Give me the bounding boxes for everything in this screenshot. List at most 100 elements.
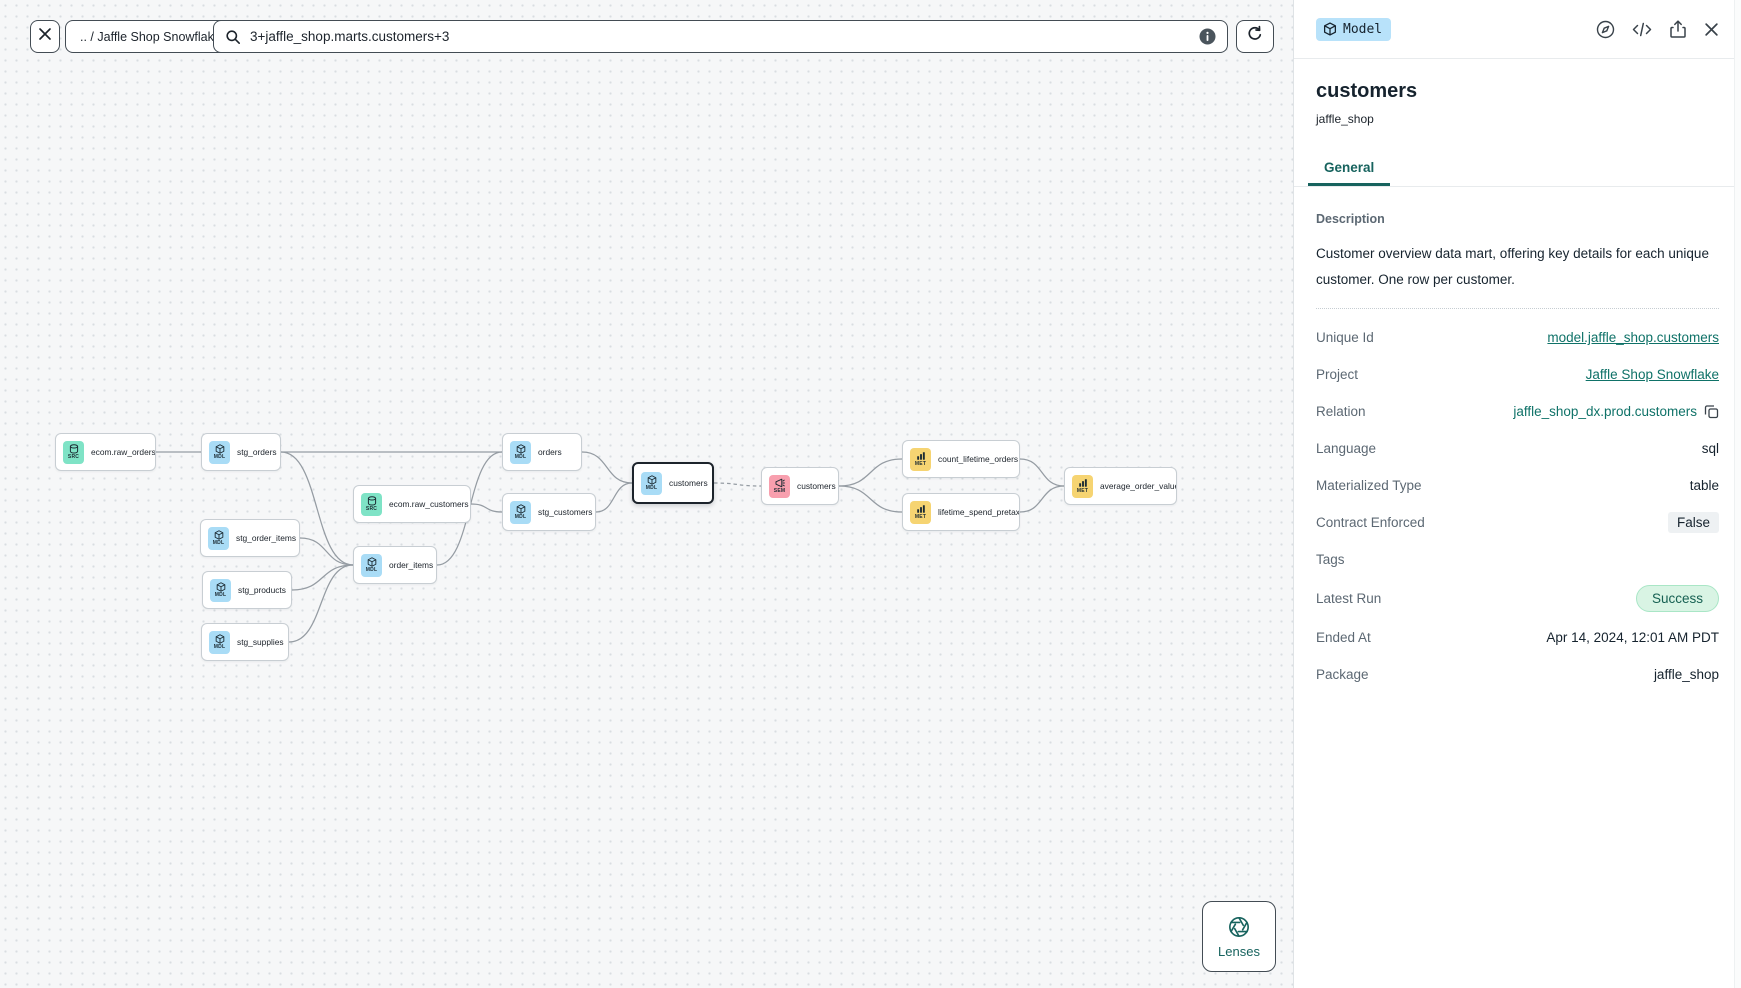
lenses-label: Lenses bbox=[1218, 943, 1260, 959]
graph-node-average_order_value[interactable]: MET average_order_value bbox=[1064, 467, 1177, 505]
refresh-icon bbox=[1246, 25, 1264, 48]
panel-field-row: Tags bbox=[1316, 548, 1719, 571]
edge-customers_sem-to-count_lifetime_orders bbox=[838, 458, 903, 487]
edge-count_lifetime_orders-to-average_order_value bbox=[1019, 458, 1065, 487]
divider bbox=[1316, 308, 1719, 309]
model-chip-icon: MDL bbox=[209, 440, 230, 464]
field-label: Project bbox=[1316, 367, 1359, 382]
metric-chip-icon: MET bbox=[910, 500, 931, 524]
panel-scrollbar[interactable] bbox=[1734, 0, 1741, 988]
field-value: Success bbox=[1635, 585, 1719, 612]
lineage-search[interactable] bbox=[213, 20, 1228, 53]
source-chip-icon: SRC bbox=[361, 492, 382, 516]
refresh-button[interactable] bbox=[1236, 20, 1274, 53]
field-label: Tags bbox=[1316, 552, 1345, 567]
copy-icon[interactable] bbox=[1704, 404, 1719, 419]
panel-field-row: Relation jaffle_shop_dx.prod.customers bbox=[1316, 400, 1719, 423]
tab-general[interactable]: General bbox=[1308, 151, 1391, 186]
node-label: order_items bbox=[389, 560, 434, 570]
close-panel-icon[interactable] bbox=[1704, 22, 1719, 37]
explore-lineage-icon[interactable] bbox=[1596, 20, 1615, 39]
node-label: average_order_value bbox=[1100, 481, 1177, 491]
relation-value: jaffle_shop_dx.prod.customers bbox=[1513, 404, 1697, 419]
panel-field-row: Project Jaffle Shop Snowflake bbox=[1316, 363, 1719, 386]
field-value-link[interactable]: model.jaffle_shop.customers bbox=[1547, 330, 1719, 345]
field-value: sql bbox=[1701, 441, 1719, 456]
source-chip-icon: SRC bbox=[63, 440, 84, 464]
node-label: orders bbox=[538, 447, 562, 457]
panel-field-row: Materialized Type table bbox=[1316, 474, 1719, 497]
edge-customers_sem-to-lifetime_spend_pretax bbox=[838, 485, 903, 513]
field-value: jaffle_shop_dx.prod.customers bbox=[1513, 404, 1719, 419]
model-chip-icon: MDL bbox=[510, 440, 531, 464]
field-label: Unique Id bbox=[1316, 330, 1374, 345]
node-label: ecom.raw_orders bbox=[91, 447, 156, 457]
field-label: Contract Enforced bbox=[1316, 515, 1425, 530]
edge-stg_supplies-to-order_items bbox=[288, 564, 354, 643]
edge-stg_customers-to-customers bbox=[595, 482, 633, 513]
info-icon[interactable] bbox=[1199, 28, 1216, 45]
field-label: Ended At bbox=[1316, 630, 1371, 645]
close-icon bbox=[38, 27, 52, 46]
resource-type-label: Model bbox=[1343, 21, 1383, 37]
field-value: False bbox=[1667, 512, 1719, 533]
share-icon[interactable] bbox=[1669, 19, 1687, 39]
field-label: Language bbox=[1316, 441, 1377, 456]
field-label: Package bbox=[1316, 667, 1369, 682]
lineage-edges bbox=[156, 451, 1065, 643]
edge-lifetime_spend_pretax-to-average_order_value bbox=[1019, 485, 1065, 513]
edge-stg_orders-to-order_items bbox=[280, 451, 354, 566]
field-label: Materialized Type bbox=[1316, 478, 1422, 493]
graph-node-orders[interactable]: MDL orders bbox=[502, 433, 582, 471]
lenses-aperture-icon bbox=[1227, 915, 1251, 939]
panel-field-row: Unique Id model.jaffle_shop.customers bbox=[1316, 326, 1719, 349]
node-label: stg_order_items bbox=[236, 533, 297, 543]
panel-tabs: General bbox=[1294, 151, 1741, 187]
panel-header: Model bbox=[1294, 0, 1741, 59]
edge-orders-to-customers bbox=[581, 451, 633, 484]
description-text: Customer overview data mart, offering ke… bbox=[1316, 246, 1709, 287]
breadcrumb[interactable]: .. / Jaffle Shop Snowflake bbox=[65, 20, 236, 53]
model-chip-icon: MDL bbox=[510, 500, 531, 524]
field-value-link[interactable]: Jaffle Shop Snowflake bbox=[1585, 367, 1719, 382]
resource-type-badge: Model bbox=[1316, 17, 1392, 41]
contract-badge: False bbox=[1667, 512, 1719, 533]
graph-node-stg_supplies[interactable]: MDL stg_supplies bbox=[201, 623, 289, 661]
model-chip-icon: MDL bbox=[641, 471, 662, 495]
search-icon bbox=[225, 29, 241, 45]
field-value: table bbox=[1689, 478, 1719, 493]
field-value: model.jaffle_shop.customers bbox=[1547, 330, 1719, 345]
graph-node-stg_customers[interactable]: MDL stg_customers bbox=[502, 493, 596, 531]
lenses-button[interactable]: Lenses bbox=[1202, 901, 1276, 972]
description-label: Description bbox=[1316, 212, 1385, 226]
model-chip-icon: MDL bbox=[209, 630, 230, 654]
close-lineage-button[interactable] bbox=[30, 20, 60, 53]
node-label: stg_supplies bbox=[237, 637, 284, 647]
field-label: Relation bbox=[1316, 404, 1366, 419]
panel-field-row: Contract Enforced False bbox=[1316, 511, 1719, 534]
node-label: customers bbox=[669, 478, 708, 488]
edge-ecom.raw_customers-to-stg_customers bbox=[470, 503, 503, 513]
edge-stg_order_items-to-order_items bbox=[299, 537, 354, 566]
graph-node-ecom.raw_orders[interactable]: SRC ecom.raw_orders bbox=[55, 433, 156, 471]
model-chip-icon: MDL bbox=[210, 578, 231, 602]
metric-chip-icon: MET bbox=[1072, 474, 1093, 498]
node-label: stg_customers bbox=[538, 507, 593, 517]
graph-node-customers[interactable]: MDL customers bbox=[632, 462, 714, 504]
node-label: customers bbox=[797, 481, 836, 491]
page-title: customers bbox=[1316, 80, 1418, 102]
edge-stg_products-to-order_items bbox=[291, 564, 354, 591]
search-input[interactable] bbox=[250, 29, 1190, 44]
code-icon[interactable] bbox=[1632, 22, 1652, 37]
node-label: count_lifetime_orders bbox=[938, 454, 1019, 464]
